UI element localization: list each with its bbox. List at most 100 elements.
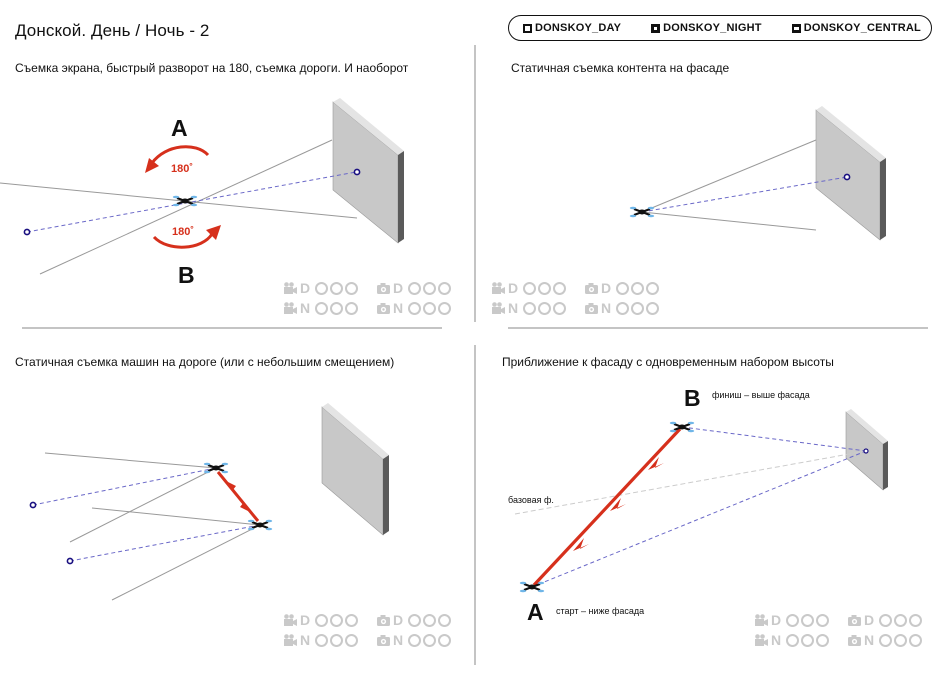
status-letter: D: [864, 612, 875, 628]
drone-2: [628, 205, 656, 219]
status-letter: D: [771, 612, 782, 628]
status-row: D: [376, 612, 453, 628]
status-dot: [330, 613, 343, 627]
status-row: D: [847, 612, 924, 628]
status-letter: N: [393, 632, 404, 648]
angle-bottom-label: 180˚: [172, 226, 195, 238]
panel-3-diagram: [29, 403, 389, 601]
panel-2-diagram: [628, 106, 886, 241]
status-row: N: [376, 632, 453, 648]
status-row: D: [491, 280, 568, 296]
status-dot: [646, 281, 659, 295]
status-dot: [631, 301, 644, 315]
photo-camera-icon: [376, 614, 391, 627]
status-dot: [816, 613, 829, 627]
drone-3a: [202, 461, 230, 475]
panel-1-caption: Съемка экрана, быстрый разворот на 180, …: [15, 61, 409, 75]
status-dot: [616, 301, 629, 315]
view-chips: DONSKOY_DAY DONSKOY_NIGHT DONSKOY_CENTRA…: [508, 15, 932, 41]
status-dot: [423, 301, 436, 315]
status-dot: [909, 613, 922, 627]
status-dot: [909, 633, 922, 647]
page-title: Донской. День / Ночь - 2: [15, 21, 210, 40]
facade-3: [321, 403, 389, 536]
base-note: базовая ф.: [508, 495, 554, 505]
start-point-label: A: [527, 599, 544, 625]
status-dot: [315, 301, 328, 315]
status-dot: [438, 281, 451, 295]
status-dot: [879, 633, 892, 647]
finish-point-label: B: [684, 385, 701, 411]
status-dot: [631, 281, 644, 295]
status-letter: D: [300, 612, 311, 628]
central-icon: [791, 23, 801, 33]
photo-camera-icon: [847, 634, 862, 647]
night-icon: [651, 23, 661, 33]
finish-note: финиш – выше фасада: [712, 390, 810, 400]
photo-camera-icon: [584, 282, 599, 295]
video-camera-icon: [491, 281, 506, 295]
target-point-2: [843, 173, 851, 181]
status-letter: N: [393, 300, 404, 316]
video-camera-icon: [754, 633, 769, 647]
status-letter: N: [300, 632, 311, 648]
target-point-3b: [66, 557, 74, 565]
status-letter: D: [300, 280, 311, 296]
chip-day[interactable]: DONSKOY_DAY: [523, 22, 621, 34]
status-dot: [315, 281, 328, 295]
facade-1: [332, 98, 404, 244]
photo-camera-icon: [584, 302, 599, 315]
status-dot: [801, 633, 814, 647]
status-dot: [438, 613, 451, 627]
chip-central[interactable]: DONSKOY_CENTRAL: [791, 22, 921, 34]
status-letter: D: [393, 280, 404, 296]
panel-4-caption: Приближение к фасаду с одновременным наб…: [502, 355, 834, 369]
target-point-4: [863, 448, 869, 454]
status-row: D: [376, 280, 453, 296]
status-dot: [894, 613, 907, 627]
status-dot: [816, 633, 829, 647]
status-dot: [438, 301, 451, 315]
photo-camera-icon: [376, 302, 391, 315]
drone-4b: [668, 420, 696, 434]
photo-camera-icon: [847, 614, 862, 627]
status-dot: [423, 281, 436, 295]
ascent-path: [532, 427, 682, 587]
rotate-arrow-top: [150, 145, 210, 164]
status-row: D: [754, 612, 831, 628]
start-note: старт – ниже фасада: [556, 606, 645, 616]
angle-top-label: 180˚: [171, 163, 194, 175]
status-letter: N: [864, 632, 875, 648]
status-row: N: [283, 632, 360, 648]
status-dot: [538, 281, 551, 295]
video-camera-icon: [754, 613, 769, 627]
status-dot: [786, 633, 799, 647]
status-row: N: [847, 632, 924, 648]
chip-night-label: DONSKOY_NIGHT: [663, 22, 762, 34]
status-dot: [523, 281, 536, 295]
status-row: N: [491, 300, 568, 316]
status-letter: D: [393, 612, 404, 628]
status-dot: [408, 613, 421, 627]
drone-4a: [518, 580, 546, 594]
status-row: D: [584, 280, 661, 296]
chip-night[interactable]: DONSKOY_NIGHT: [651, 22, 762, 34]
status-dot: [423, 613, 436, 627]
status-dot: [646, 301, 659, 315]
status-letter: N: [771, 632, 782, 648]
status-dot: [423, 633, 436, 647]
status-dot: [408, 633, 421, 647]
video-camera-icon: [283, 633, 298, 647]
status-dot: [553, 301, 566, 315]
facade-2: [815, 106, 886, 241]
status-row: N: [376, 300, 453, 316]
status-dot: [553, 281, 566, 295]
status-letter: D: [508, 280, 519, 296]
target-point-1b: [353, 168, 361, 176]
status-dot: [345, 613, 358, 627]
chip-day-label: DONSKOY_DAY: [535, 22, 622, 34]
status-dot: [408, 281, 421, 295]
